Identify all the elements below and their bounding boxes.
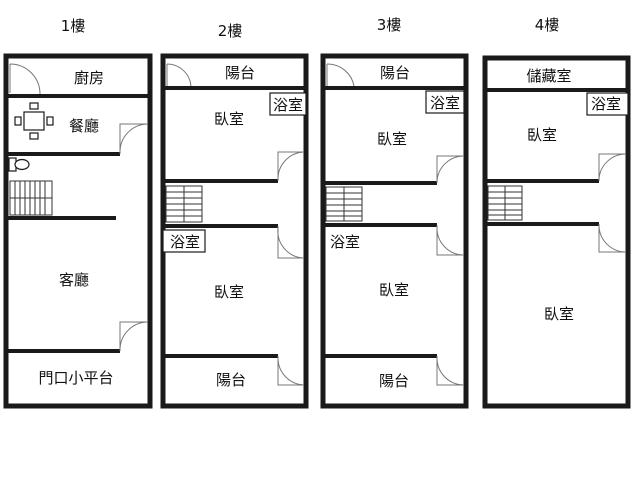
room-bedroom-bottom: 臥室 — [214, 283, 244, 301]
room-bath-top: 浴室 — [273, 96, 303, 114]
door-swing — [436, 155, 465, 183]
room-porch: 門口小平台 — [38, 369, 113, 387]
floor-3: 3樓 陽台 浴室 臥室 浴室 臥室 陽台 — [320, 16, 469, 409]
room-living: 客廳 — [59, 271, 89, 289]
dining-table-icon — [14, 102, 54, 140]
toilet-icon — [8, 157, 30, 172]
room-bath-top: 浴室 — [430, 94, 460, 112]
room-bath-bottom: 浴室 — [170, 233, 200, 251]
door-swing — [277, 356, 305, 386]
bath-box — [269, 92, 307, 116]
room-balcony-bottom: 陽台 — [216, 371, 246, 389]
door-swing — [119, 123, 149, 154]
floor-3-stairs — [325, 186, 363, 222]
door-swing — [436, 356, 465, 386]
floor-1-stairs — [9, 180, 53, 216]
floor-1-label: 1樓 — [61, 17, 86, 35]
room-bath-bottom: 浴室 — [330, 233, 360, 251]
room-balcony-bottom: 陽台 — [379, 372, 409, 390]
floor-4-outline — [482, 55, 631, 409]
floor-4-stairs — [487, 185, 523, 221]
room-bedroom-bottom: 臥室 — [544, 305, 574, 323]
room-balcony-top: 陽台 — [380, 64, 410, 82]
door-swing — [119, 321, 149, 351]
bath-box — [425, 90, 465, 114]
door-swing — [436, 225, 465, 256]
room-kitchen: 廚房 — [74, 69, 104, 87]
door-swing — [166, 63, 192, 87]
door-swing — [277, 226, 305, 259]
floor-4-label: 4樓 — [535, 16, 560, 34]
room-storage: 儲藏室 — [526, 67, 571, 85]
room-bath-top: 浴室 — [591, 95, 621, 113]
room-dining: 餐廳 — [69, 117, 99, 135]
floor-2-stairs — [165, 185, 203, 223]
room-bedroom-top: 臥室 — [377, 130, 407, 148]
door-swing — [598, 153, 627, 181]
floor-3-outline — [320, 53, 469, 409]
floor-4: 4樓 儲藏室 浴室 臥室 臥室 — [482, 16, 631, 409]
bath-box — [162, 229, 206, 253]
floor-1-outline — [3, 53, 153, 409]
door-swing — [598, 224, 627, 253]
door-swing — [277, 151, 305, 181]
floor-3-label: 3樓 — [377, 16, 402, 34]
bath-box — [586, 92, 629, 116]
room-bedroom-bottom: 臥室 — [379, 281, 409, 299]
floor-2: 2樓 陽台 浴室 臥室 浴室 臥室 陽台 — [160, 22, 309, 409]
floor-1: 1樓 — [3, 17, 153, 409]
door-swing — [9, 63, 41, 95]
floor-2-label: 2樓 — [218, 22, 243, 40]
room-bedroom-top: 臥室 — [214, 110, 244, 128]
door-swing — [326, 63, 355, 87]
room-balcony-top: 陽台 — [225, 64, 255, 82]
room-bedroom-top: 臥室 — [527, 126, 557, 144]
